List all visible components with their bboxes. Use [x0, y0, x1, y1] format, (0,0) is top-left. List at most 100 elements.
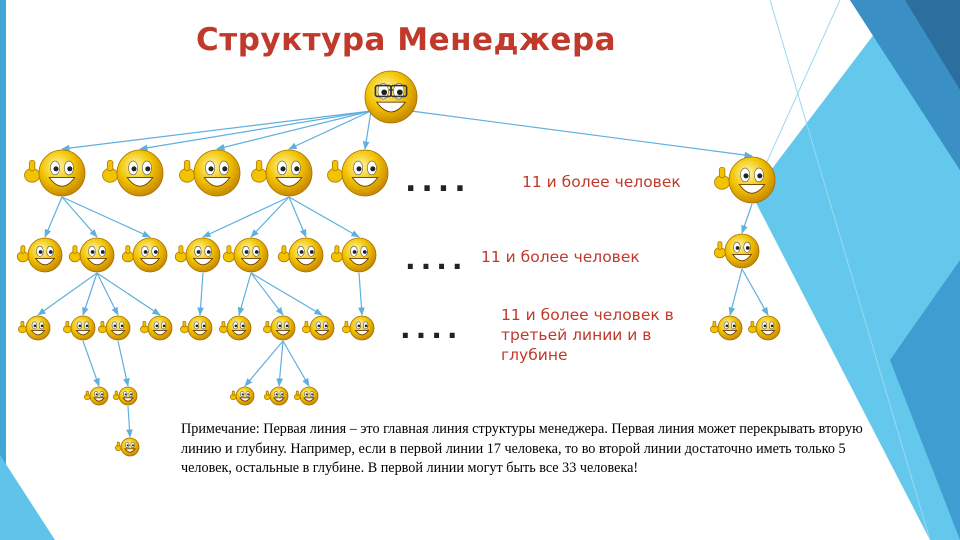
member-smiley-l5: [114, 437, 140, 457]
member-smiley-l1: [714, 156, 776, 204]
thumbs-up-icon: [748, 320, 757, 334]
decor-right-lower-panel: [890, 260, 960, 540]
thumbs-up-icon: [714, 166, 731, 190]
connector-arrow: [216, 110, 372, 151]
connector-arrow: [96, 272, 161, 316]
member-smiley-l3: [342, 315, 375, 341]
connector-arrow: [741, 203, 753, 234]
member-smiley-l2: [713, 233, 760, 269]
thumbs-up-icon: [114, 441, 122, 451]
thumbs-up-icon: [302, 320, 311, 334]
member-smiley-l3: [63, 315, 96, 341]
member-smiley-l3: [710, 315, 743, 341]
thumbs-up-icon: [24, 159, 41, 183]
member-smiley-l3: [263, 315, 296, 341]
connector-arrow: [728, 268, 743, 316]
connector-arrow: [410, 110, 753, 159]
thumbs-up-icon: [219, 320, 228, 334]
member-smiley-l4: [112, 386, 138, 406]
connector-arrow: [126, 405, 133, 438]
member-smiley-l2: [16, 237, 63, 273]
connector-arrow: [61, 110, 372, 152]
member-smiley-l2: [330, 237, 377, 273]
slide-title: Структура Менеджера: [196, 22, 617, 58]
member-smiley-l1: [102, 149, 164, 197]
connector-arrow: [82, 272, 98, 316]
thumbs-up-icon: [68, 245, 81, 263]
member-smiley-l3: [140, 315, 173, 341]
thumbs-up-icon: [229, 390, 237, 400]
connector-arrow: [117, 340, 130, 387]
member-smiley-l2: [222, 237, 269, 273]
member-smiley-l1: [327, 149, 389, 197]
thumbs-up-icon: [222, 245, 235, 263]
connector-arrow: [82, 340, 100, 387]
thumbs-up-icon: [179, 159, 196, 183]
member-smiley-l2: [174, 237, 221, 273]
thumbs-up-icon: [18, 320, 27, 334]
connector-arrow: [250, 196, 290, 238]
thumbs-up-icon: [342, 320, 351, 334]
member-smiley-l1: [251, 149, 313, 197]
connector-arrow: [244, 340, 284, 387]
member-smiley-l4: [229, 386, 255, 406]
connector-arrow: [288, 196, 360, 238]
level-1-dots: ....: [405, 164, 471, 199]
level-2-label: 11 и более человек: [481, 248, 640, 266]
level-3-dots: ....: [400, 312, 463, 345]
thumbs-up-icon: [63, 320, 72, 334]
thumbs-up-icon: [174, 245, 187, 263]
member-smiley-l4: [83, 386, 109, 406]
thumbs-up-icon: [112, 390, 120, 400]
thumbs-up-icon: [713, 241, 726, 259]
member-smiley-l1: [24, 149, 86, 197]
thumbs-up-icon: [251, 159, 268, 183]
thumbs-up-icon: [277, 245, 290, 263]
member-smiley-l3: [98, 315, 131, 341]
connector-arrow: [276, 340, 284, 387]
connector-arrow: [288, 110, 372, 150]
connector-arrow: [250, 272, 323, 316]
member-smiley-l3: [748, 315, 781, 341]
footnote-text: Примечание: Первая линия – это главная л…: [181, 421, 863, 476]
connector-arrow: [37, 272, 98, 316]
member-smiley-l3: [180, 315, 213, 341]
thumbs-up-icon: [263, 390, 271, 400]
level-2-dots: ....: [405, 243, 468, 276]
thumbs-up-icon: [710, 320, 719, 334]
connector-arrow: [250, 272, 284, 316]
connector-arrow: [282, 340, 310, 387]
member-smiley-l4: [263, 386, 289, 406]
decor-right-mid-panel: [850, 0, 960, 170]
connector-arrow: [362, 110, 372, 150]
thumbs-up-icon: [121, 245, 134, 263]
connector-arrow: [358, 272, 365, 316]
member-smiley-l3: [302, 315, 335, 341]
level-3-label: 11 и более человек в третьей линии и в г…: [501, 306, 674, 364]
connector-arrow: [197, 272, 204, 316]
connector-arrow: [202, 196, 290, 238]
thumbs-up-icon: [140, 320, 149, 334]
member-smiley-l1: [179, 149, 241, 197]
member-smiley-l2: [68, 237, 115, 273]
thumbs-up-icon: [180, 320, 189, 334]
level-1-label: 11 и более человек: [522, 173, 681, 191]
thumbs-up-icon: [98, 320, 107, 334]
connector-arrow: [96, 272, 119, 316]
manager-smiley: [364, 70, 418, 124]
thumbs-up-icon: [263, 320, 272, 334]
thumbs-up-icon: [330, 245, 343, 263]
decor-thin-line: [769, 0, 931, 540]
thumbs-up-icon: [293, 390, 301, 400]
member-smiley-l3: [18, 315, 51, 341]
thumbs-up-icon: [102, 159, 119, 183]
connector-arrow: [61, 196, 98, 238]
connector-arrow: [61, 196, 151, 238]
connector-arrow: [139, 110, 372, 152]
thumbs-up-icon: [83, 390, 91, 400]
decor-bottom-left-triangle: [0, 455, 55, 540]
